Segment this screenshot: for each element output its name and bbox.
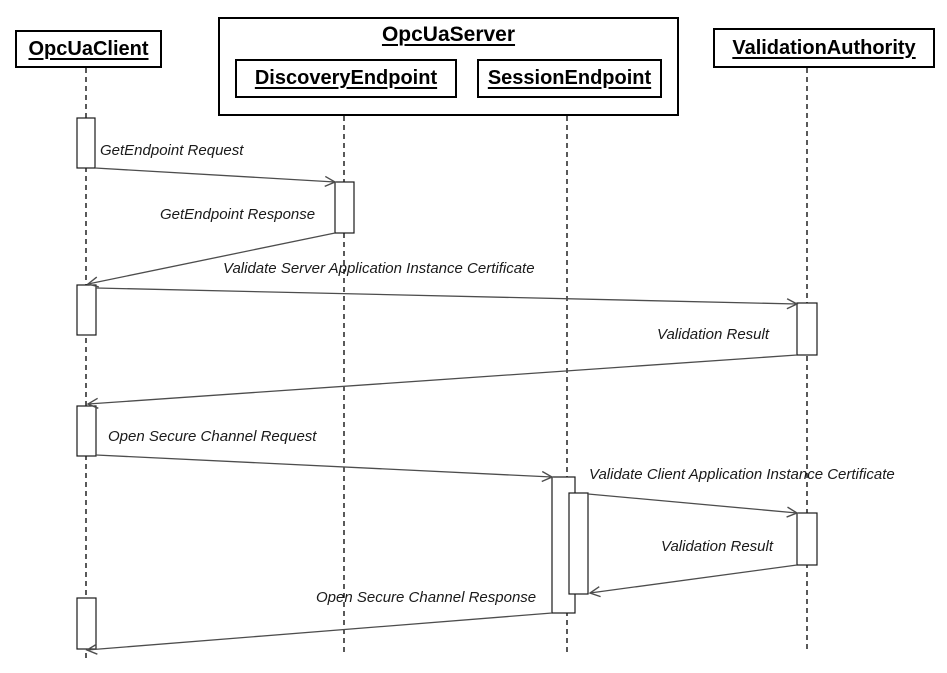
message-label-validation-result-2: Validation Result — [661, 538, 774, 555]
message-label-validation-result-1: Validation Result — [657, 326, 770, 343]
participant-label-validationauthority: ValidationAuthority — [732, 36, 916, 59]
activation-client-4 — [76, 597, 97, 650]
arrow-getendpoint-request — [94, 167, 337, 188]
activation-client-1 — [76, 117, 96, 169]
participant-box-discoveryendpoint: DiscoveryEndpoint — [235, 59, 457, 98]
activation-discovery — [334, 181, 355, 234]
message-label-validate-server-certificate: Validate Server Application Instance Cer… — [223, 260, 535, 277]
activation-client-3 — [76, 405, 97, 457]
participant-label-opcuaclient: OpcUaClient — [28, 37, 149, 60]
arrow-validation-result-2 — [588, 564, 798, 598]
arrow-open-secure-channel-request — [95, 454, 554, 483]
arrow-getendpoint-response — [86, 232, 336, 288]
participant-label-sessionendpoint: SessionEndpoint — [487, 67, 652, 89]
participant-box-validationauthority: ValidationAuthority — [713, 28, 935, 68]
message-label-getendpoint-response: GetEndpoint Response — [160, 206, 316, 223]
participant-box-opcuaclient: OpcUaClient — [15, 30, 162, 68]
activation-validationauthority-2 — [796, 512, 818, 566]
message-label-open-secure-channel-request: Open Secure Channel Request — [108, 428, 317, 445]
activation-session-inner — [568, 492, 589, 595]
participant-label-discoveryendpoint: DiscoveryEndpoint — [254, 67, 438, 89]
activation-validationauthority-1 — [796, 302, 818, 356]
message-label-validate-client-certificate: Validate Client Application Instance Cer… — [589, 466, 895, 483]
arrow-validate-client-certificate — [587, 493, 799, 518]
message-label-getendpoint-request: GetEndpoint Request — [100, 142, 244, 159]
arrow-validation-result-1 — [86, 354, 798, 409]
arrow-validate-server-certificate — [95, 287, 799, 310]
message-label-open-secure-channel-response: Open Secure Channel Response — [316, 589, 537, 606]
arrow-open-secure-channel-response — [85, 612, 553, 655]
participant-box-sessionendpoint: SessionEndpoint — [477, 59, 662, 98]
participant-label-opcuaserver: OpcUaServer — [381, 23, 516, 46]
activation-client-2 — [76, 284, 97, 336]
